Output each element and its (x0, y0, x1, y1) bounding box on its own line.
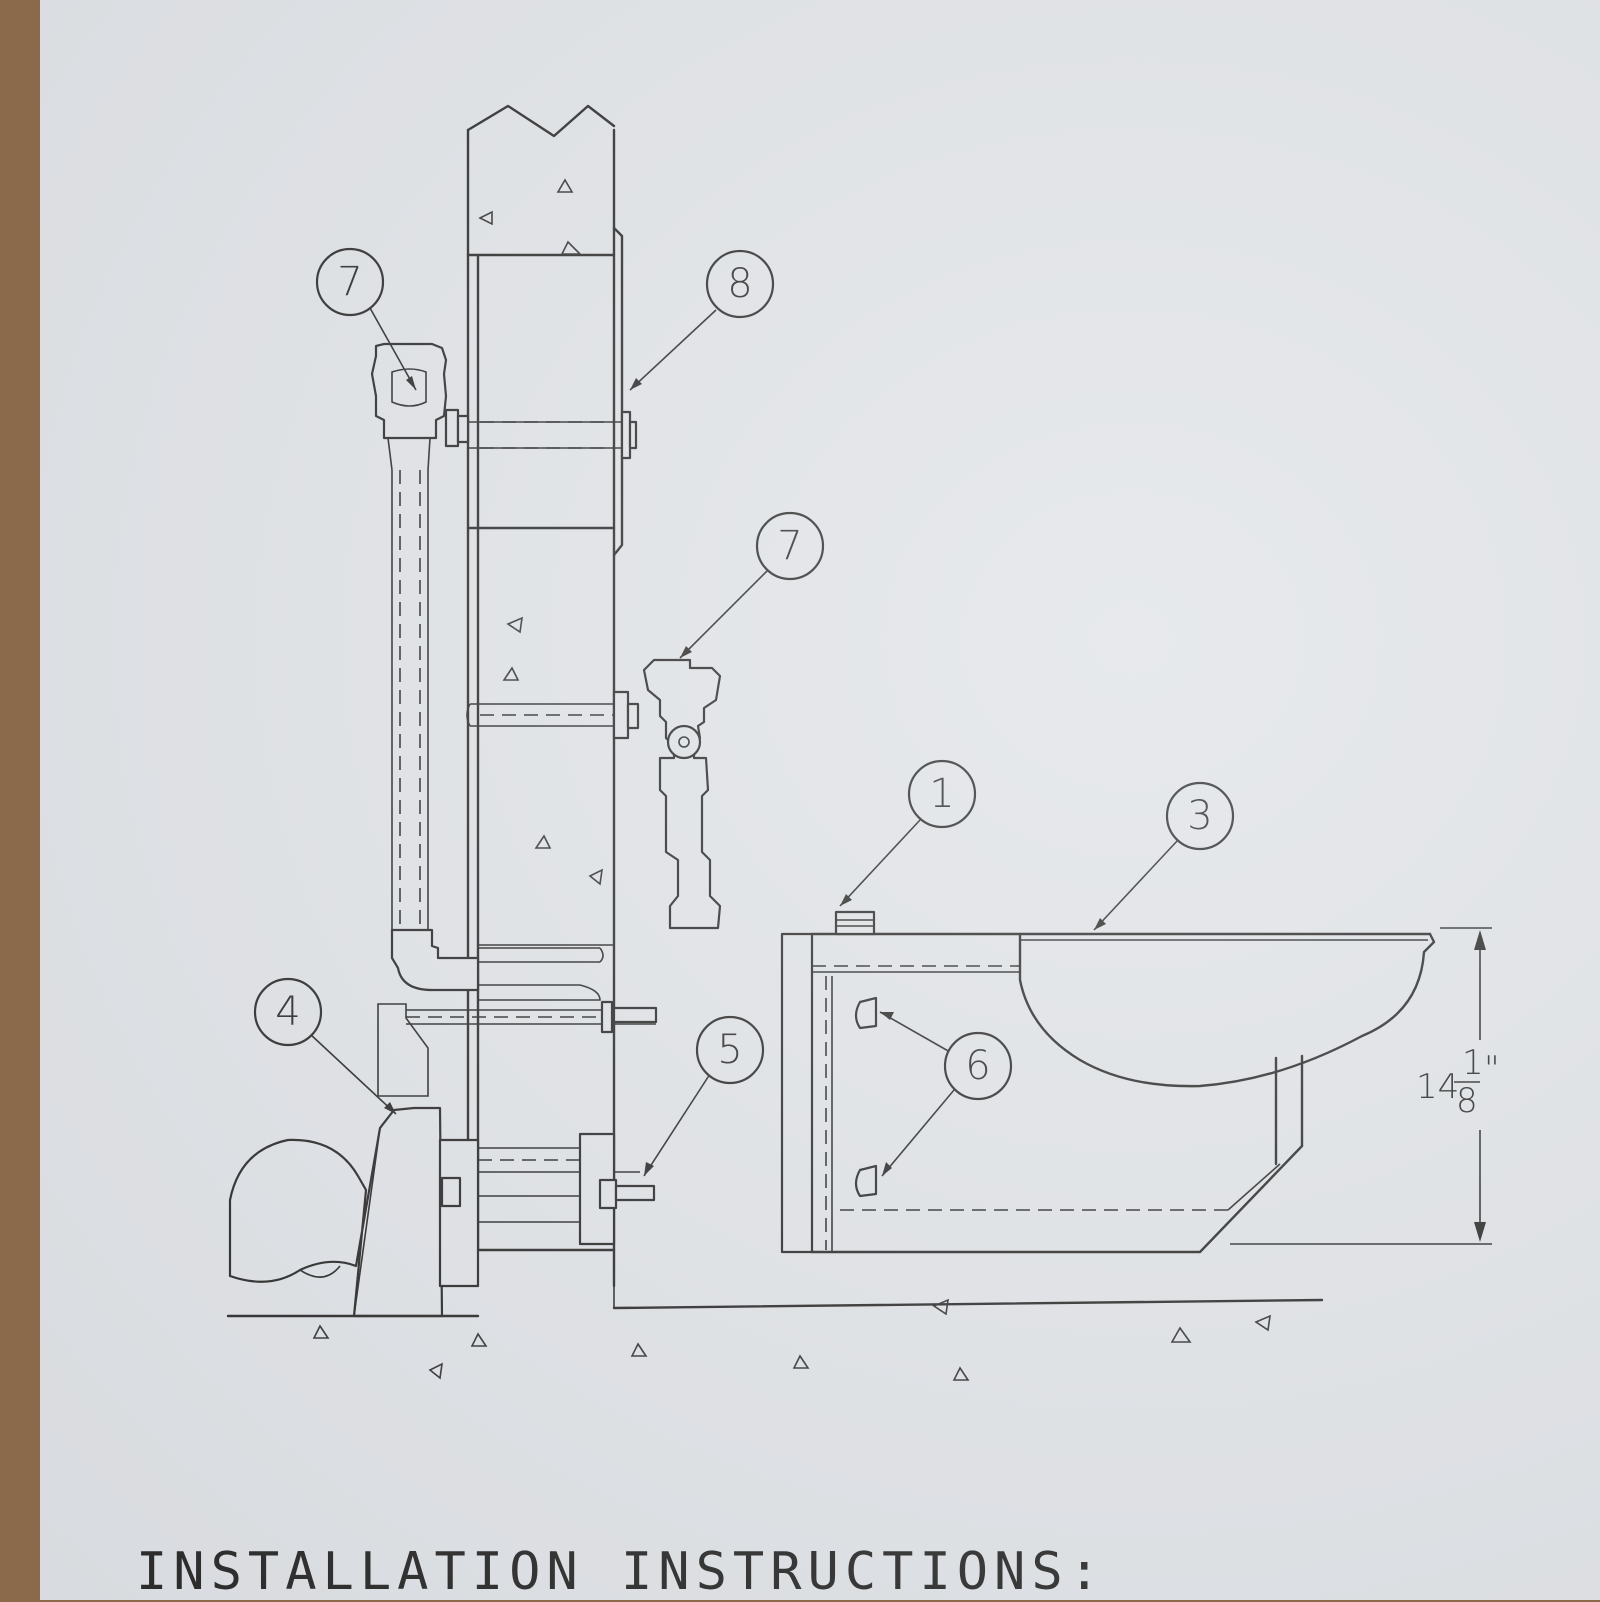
callout-5: 5 (643, 1015, 765, 1177)
flush-valve (466, 658, 722, 930)
callout-8: 8 (629, 249, 775, 391)
carrier-frame (377, 1000, 658, 1097)
callout-label: 7 (777, 523, 802, 569)
dimension-denominator: 8 (1456, 1081, 1478, 1121)
aggregate-marks (312, 178, 1271, 1381)
toilet-fixture (780, 910, 1436, 1254)
floor (226, 1286, 1324, 1318)
callout-label: 3 (1187, 793, 1212, 839)
drain-fitting (228, 1106, 656, 1318)
dimension-unit: " (1484, 1049, 1500, 1089)
callout-7-lower: 7 (679, 511, 825, 659)
callout-label: 4 (275, 989, 300, 1035)
upper-valve-assembly (370, 342, 638, 930)
callout-1: 1 (839, 759, 977, 907)
installation-diagram: 7 8 7 1 3 4 5 (226, 104, 1500, 1381)
callout-label: 6 (965, 1043, 990, 1089)
callout-label: 5 (717, 1027, 742, 1073)
drawing-sheet: 7 8 7 1 3 4 5 (40, 0, 1600, 1602)
dimension-whole: 14 (1416, 1067, 1459, 1107)
concrete-wall (466, 104, 616, 1288)
callout-3: 3 (1093, 781, 1235, 931)
height-dimension: 14 1 8 " (1230, 927, 1500, 1245)
installation-instructions-heading: INSTALLATION INSTRUCTIONS: (136, 1542, 1106, 1602)
dimension-numerator: 1 (1462, 1043, 1484, 1083)
access-panel (612, 226, 624, 557)
supply-elbow (390, 928, 604, 1001)
callout-7-upper: 7 (315, 247, 417, 391)
callout-4: 4 (253, 977, 397, 1115)
callout-6: 6 (879, 1011, 1013, 1177)
callout-label: 1 (929, 771, 954, 817)
callout-label: 8 (727, 261, 752, 307)
callout-label: 7 (337, 259, 362, 305)
